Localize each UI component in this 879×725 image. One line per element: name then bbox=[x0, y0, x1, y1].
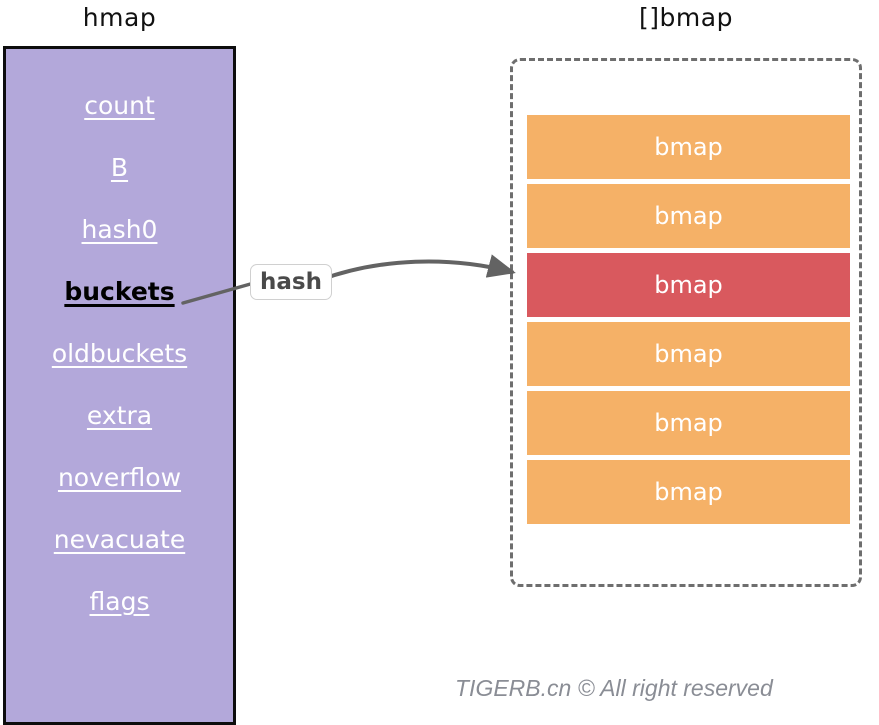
bmap-row: bmap bbox=[527, 115, 850, 179]
bmap-row: bmap bbox=[527, 322, 850, 386]
hmap-field-flags: flags bbox=[89, 587, 150, 616]
bmap-row: bmap bbox=[527, 460, 850, 524]
bmap-row-list: bmap bmap bmap bmap bmap bmap bbox=[527, 115, 850, 529]
bmap-array-title: []bmap bbox=[639, 3, 733, 32]
hmap-field-noverflow: noverflow bbox=[57, 463, 182, 492]
hmap-struct-box: count B hash0 buckets oldbuckets extra n… bbox=[3, 46, 236, 725]
hmap-field-nevacuate: nevacuate bbox=[53, 525, 186, 554]
bmap-row: bmap bbox=[527, 391, 850, 455]
bmap-array-container bbox=[510, 58, 862, 587]
hmap-title: hmap bbox=[82, 3, 157, 32]
bmap-row: bmap bbox=[527, 184, 850, 248]
hmap-field-buckets: buckets bbox=[64, 277, 175, 306]
hmap-field-list: count B hash0 buckets oldbuckets extra n… bbox=[6, 49, 233, 722]
hmap-field-hash0: hash0 bbox=[81, 215, 158, 244]
hmap-field-extra: extra bbox=[86, 401, 153, 430]
hash-label: hash bbox=[250, 264, 332, 300]
hmap-field-oldbuckets: oldbuckets bbox=[51, 339, 188, 368]
hmap-field-count: count bbox=[84, 91, 155, 120]
bmap-row-highlighted: bmap bbox=[527, 253, 850, 317]
copyright-footer: TIGERB.cn © All right reserved bbox=[455, 675, 773, 701]
hmap-field-b: B bbox=[110, 153, 129, 182]
